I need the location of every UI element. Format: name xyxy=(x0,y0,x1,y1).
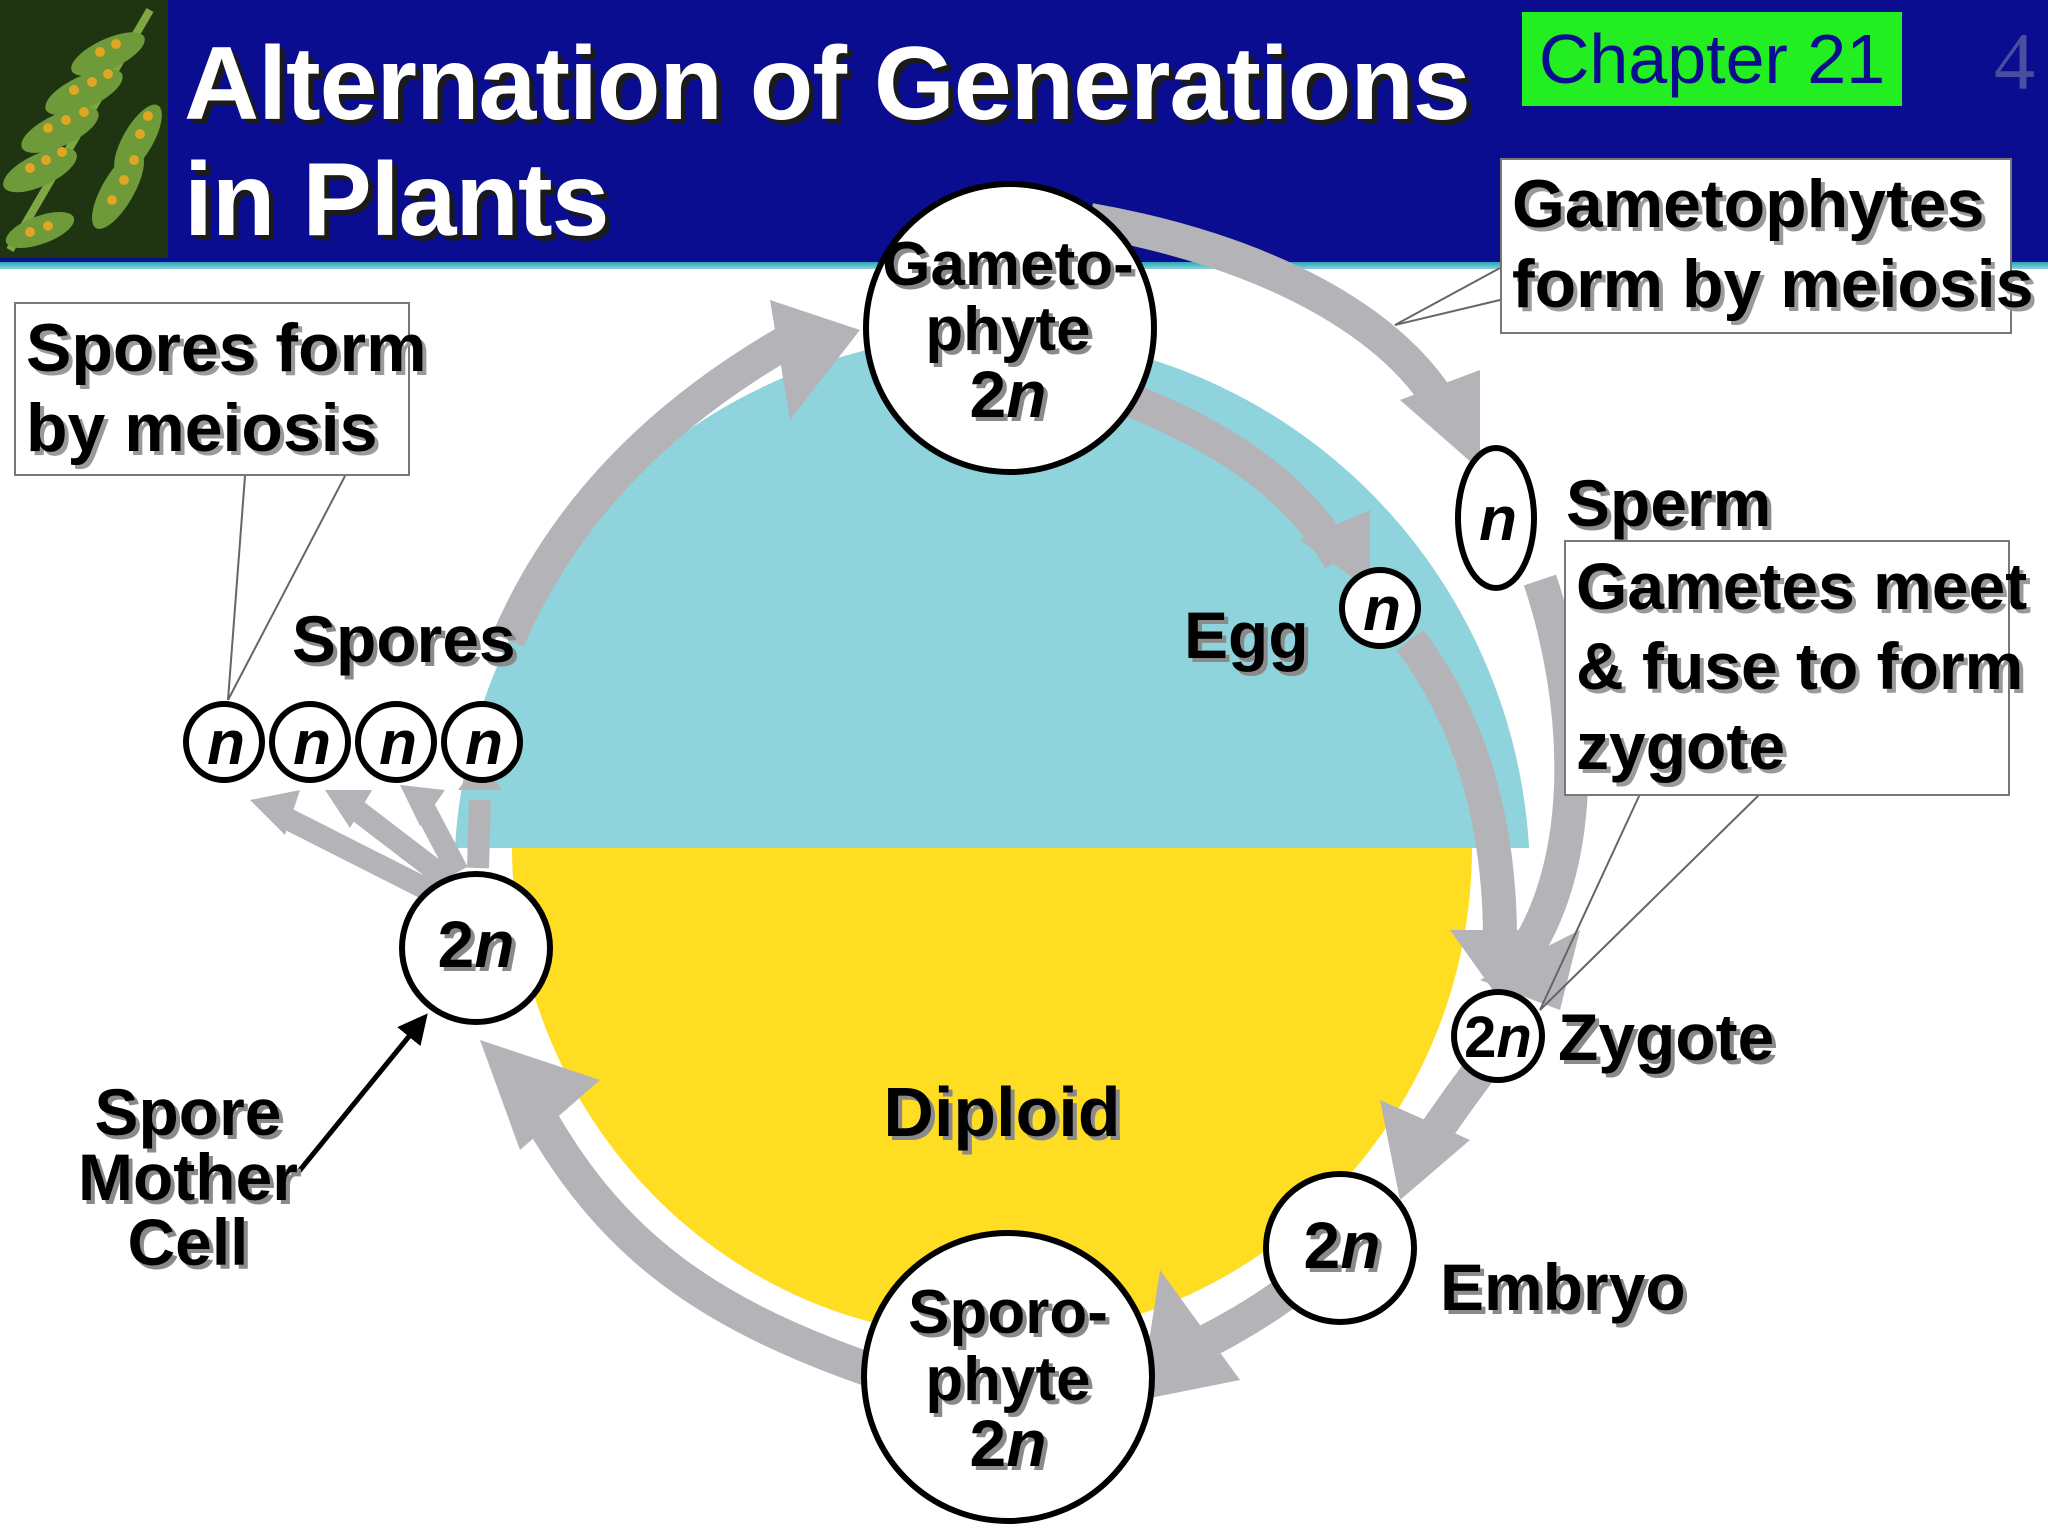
egg-ploidy: n xyxy=(1363,575,1401,644)
spore-mother-pointer xyxy=(294,1013,428,1177)
spore-mother-node: 2n xyxy=(399,871,553,1025)
callout-spores-line-1: Spores form xyxy=(26,310,427,386)
arrow-to-spore-2 xyxy=(343,796,455,889)
arrowhead-spore-mother-in xyxy=(480,1040,600,1150)
leader-gametophytes-meiosis xyxy=(1394,267,1501,326)
arrowhead-gametophyte-in xyxy=(770,300,860,420)
sporophyte-label-2: phyte xyxy=(925,1345,1090,1414)
gametophyte-node: Gameto- phyte 2n xyxy=(863,181,1157,475)
page-title: Alternation of Generations in Plants xyxy=(184,26,1471,258)
spore-mother-ploidy: 2n xyxy=(437,907,514,981)
sporophyte-ploidy: 2n xyxy=(969,1406,1046,1480)
chapter-badge: Chapter 21 xyxy=(1522,12,1902,106)
callout-gametes-line-2: & fuse to form xyxy=(1576,629,2024,703)
gametophyte-label-1: Gameto- xyxy=(882,230,1133,299)
spores-group: n n n n xyxy=(183,701,523,783)
callout-spores-form-by-meiosis: Spores form by meiosis xyxy=(14,302,427,476)
zygote-label: Zygote xyxy=(1558,1000,1774,1074)
spore-mother-label-1: Spore xyxy=(94,1075,281,1149)
arrowhead-sporophyte-in xyxy=(1140,1270,1240,1400)
cycle-arrowheads xyxy=(250,300,1580,1400)
fern-leaf-image xyxy=(0,0,168,258)
diploid-label: Diploid xyxy=(883,1073,1120,1151)
spore-4-ploidy: n xyxy=(465,709,503,778)
page-number: 4 xyxy=(1994,16,2035,107)
embryo-label: Embryo xyxy=(1440,1250,1686,1324)
callout-gametophytes-line-2: form by meiosis xyxy=(1512,246,2034,322)
embryo-node: 2n xyxy=(1263,1171,1417,1325)
arrow-to-spore-4 xyxy=(467,799,491,869)
arrowhead-embryo-in xyxy=(1380,1100,1470,1200)
spore-3-ploidy: n xyxy=(379,709,417,778)
arrow-spores-to-gametophyte xyxy=(492,325,799,647)
callout-gametes-line-1: Gametes meet xyxy=(1576,549,2028,623)
fern-leaf-icon xyxy=(0,0,168,258)
callout-gametophytes-line-1: Gametophytes xyxy=(1512,166,1985,242)
arrowhead-zygote-in-2 xyxy=(1480,930,1580,1010)
spore-1-ploidy: n xyxy=(207,709,245,778)
leader-spores-meiosis-2 xyxy=(227,475,346,701)
embryo-ploidy: 2n xyxy=(1303,1208,1380,1282)
arrow-sporophyte-to-spore-mother xyxy=(504,1072,876,1387)
sperm-label: Sperm xyxy=(1566,466,1771,540)
spore-mother-label-2: Mother xyxy=(78,1140,298,1214)
arrowhead-spore-2 xyxy=(325,790,372,828)
callout-gametes-meet: Gametes meet & fuse to form zygote xyxy=(1564,540,2028,796)
arrow-egg-to-zygote xyxy=(1396,629,1517,941)
spores-label: Spores xyxy=(292,602,516,676)
callout-spores-line-2: by meiosis xyxy=(26,390,378,466)
gametophyte-ploidy: 2n xyxy=(969,357,1046,431)
leader-gametes-meet-2 xyxy=(1539,793,1761,1011)
sperm-node: n xyxy=(1455,445,1537,591)
spore-mother-label-3: Cell xyxy=(127,1205,248,1279)
egg-node: n xyxy=(1339,567,1421,649)
arrowhead-spore-1 xyxy=(250,790,300,835)
arrow-gametophyte-to-sperm xyxy=(1087,203,1466,428)
diploid-region xyxy=(512,848,1472,1338)
title-line-2: in Plants xyxy=(184,142,609,258)
title-line-1: Alternation of Generations xyxy=(184,26,1471,142)
zygote-node: 2n xyxy=(1451,989,1545,1083)
callout-leaders xyxy=(227,267,1761,1011)
egg-label: Egg xyxy=(1184,598,1309,672)
arrowhead-zygote-in-1 xyxy=(1450,930,1550,1000)
sperm-ploidy: n xyxy=(1479,485,1517,554)
arrow-to-spore-1 xyxy=(275,805,443,905)
zygote-ploidy: 2n xyxy=(1464,1005,1532,1070)
spore-2-ploidy: n xyxy=(293,709,331,778)
arrowhead-spore-3 xyxy=(400,785,445,826)
callout-gametes-line-3: zygote xyxy=(1576,709,1786,783)
gametophyte-label-2: phyte xyxy=(925,295,1090,364)
leader-gametes-meet xyxy=(1539,793,1641,1011)
sporophyte-node: Sporo- phyte 2n xyxy=(861,1230,1155,1524)
arrowhead-sperm-in xyxy=(1400,370,1480,470)
arrowhead-egg-in xyxy=(1300,510,1370,590)
leader-spores-meiosis xyxy=(227,475,246,701)
sporophyte-label-1: Sporo- xyxy=(908,1278,1108,1347)
callout-gametophytes-form-by-meiosis: Gametophytes form by meiosis xyxy=(1500,158,2034,334)
